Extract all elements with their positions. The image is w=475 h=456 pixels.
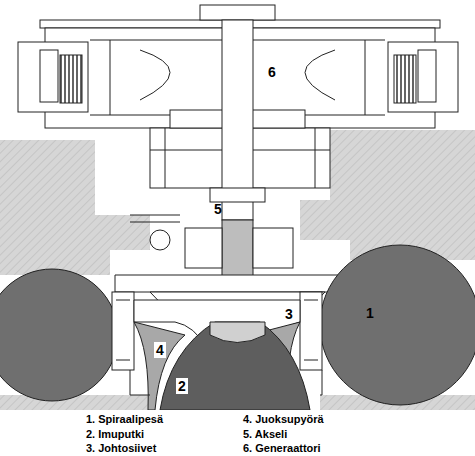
key-text: 4. Juoksupyörä — [243, 413, 324, 426]
key-text: 2. Imuputki — [86, 428, 144, 441]
callout-number: 1 — [364, 305, 376, 321]
callout-number: 2 — [176, 378, 188, 394]
key-text: 5. Akseli — [243, 428, 287, 441]
callout-number: 6 — [266, 64, 278, 80]
callout-number: 3 — [283, 306, 295, 322]
callout-number: 5 — [212, 201, 224, 217]
key-text: 3. Johtosiivet — [86, 442, 156, 455]
callout-number: 4 — [154, 342, 166, 358]
key-text: 6. Generaattori — [243, 442, 321, 455]
key-text: 1. Spiraalipesä — [86, 413, 163, 426]
